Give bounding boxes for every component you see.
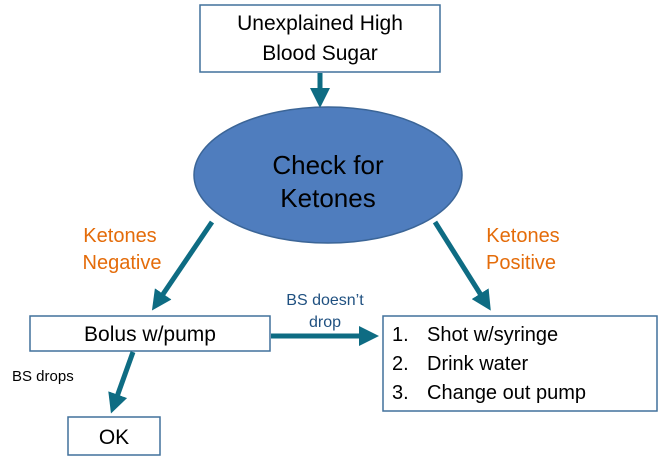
ok-node: OK — [67, 416, 161, 456]
negative-label-line2: Negative — [83, 252, 162, 274]
step-2-number: 2. — [392, 353, 409, 375]
arrow-bolus-to-ok — [108, 351, 136, 414]
start-node-line1: Unexplained High — [237, 12, 403, 35]
start-node-line2: Blood Sugar — [262, 42, 378, 65]
positive-steps-box — [382, 315, 658, 412]
bolus-node-label: Bolus w/pump — [84, 323, 216, 346]
step-1-text: Shot w/syringe — [427, 324, 558, 346]
step-1-number: 1. — [392, 324, 409, 346]
bolus-node: Bolus w/pump — [29, 315, 271, 352]
positive-label-line1: Ketones — [486, 225, 559, 247]
check-node: Check for Ketones — [193, 106, 463, 244]
bs-drops-label: BS drops — [12, 368, 74, 385]
check-node-ellipse — [193, 106, 463, 244]
arrow-check-to-bolus — [151, 220, 215, 311]
positive-label-line2: Positive — [486, 252, 556, 274]
step-3-number: 3. — [392, 382, 409, 404]
bs-doesnt-drop-line1: BS doesn’t — [286, 292, 364, 309]
start-node: Unexplained High Blood Sugar — [199, 4, 441, 73]
ok-node-label: OK — [99, 426, 129, 449]
negative-label-line1: Ketones — [83, 225, 156, 247]
check-node-line2: Ketones — [280, 183, 375, 213]
start-node-box — [199, 4, 441, 73]
arrow-check-to-steps — [432, 220, 491, 311]
bs-doesnt-drop-line2: drop — [309, 314, 341, 331]
check-node-line1: Check for — [272, 150, 384, 180]
bolus-node-box — [29, 315, 271, 352]
positive-steps-node: 1. Shot w/syringe 2. Drink water 3. Chan… — [382, 315, 658, 412]
ok-node-box — [67, 416, 161, 456]
step-2-text: Drink water — [427, 353, 528, 375]
step-3-text: Change out pump — [427, 382, 586, 404]
